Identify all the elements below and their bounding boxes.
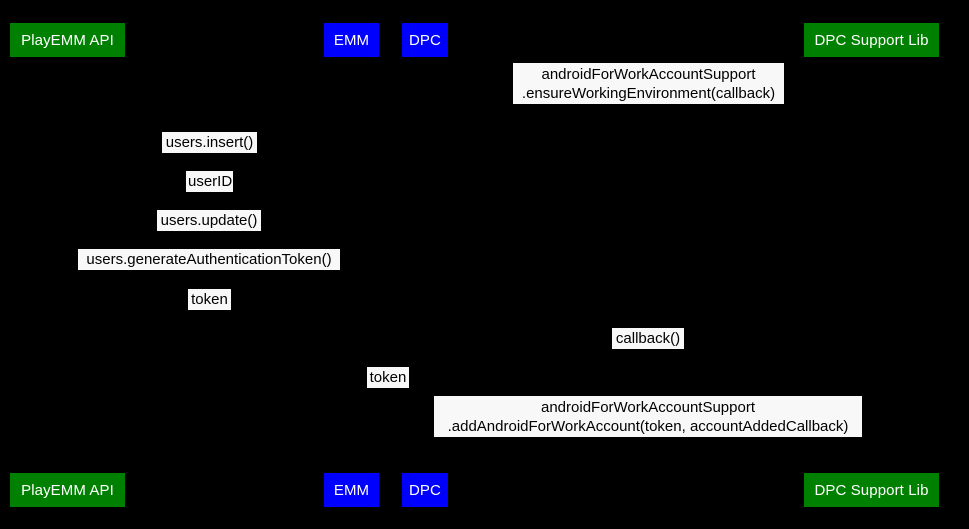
participant-label: DPC [409,31,441,49]
msg-users-update: users.update() [157,210,261,231]
participant-label: DPC [409,481,441,499]
lifeline-dpc-support-lib [871,57,872,473]
participant-dpc-support-lib-top[interactable]: DPC Support Lib [804,23,939,57]
participant-emm-top[interactable]: EMM [324,23,379,57]
participant-label: EMM [333,31,370,49]
msg-generate-authentication-token: users.generateAuthenticationToken() [78,249,340,270]
participant-label: DPC Support Lib [814,31,929,49]
message-line-2: .addAndroidForWorkAccount(token, account… [447,418,849,435]
participant-dpc-top[interactable]: DPC [402,23,448,57]
msg-add-android-for-work-account: androidForWorkAccountSupport .addAndroidF… [434,396,862,437]
participant-label: DPC Support Lib [814,481,929,499]
participant-label: PlayEMM API [21,481,114,499]
msg-token-to-emm: token [188,289,231,310]
msg-callback: callback() [612,328,684,349]
message-line-1: androidForWorkAccountSupport [541,399,755,416]
participant-dpc-support-lib-bottom[interactable]: DPC Support Lib [804,473,939,507]
participant-playemm-api-bottom[interactable]: PlayEMM API [10,473,125,507]
lifeline-dpc [425,57,426,473]
msg-token-to-dpc: token [367,367,409,388]
lifeline-emm [351,57,352,473]
lifeline-playemm-api [68,57,69,473]
participant-emm-bottom[interactable]: EMM [324,473,379,507]
participant-dpc-bottom[interactable]: DPC [402,473,448,507]
participant-playemm-api-top[interactable]: PlayEMM API [10,23,125,57]
participant-label: PlayEMM API [21,31,114,49]
msg-userid: userID [186,171,233,192]
msg-ensure-working-environment: androidForWorkAccountSupport .ensureWorki… [513,63,784,104]
message-line-2: .ensureWorkingEnvironment(callback) [521,85,776,102]
participant-label: EMM [333,481,370,499]
msg-users-insert: users.insert() [162,132,257,153]
message-line-1: androidForWorkAccountSupport [541,66,756,83]
